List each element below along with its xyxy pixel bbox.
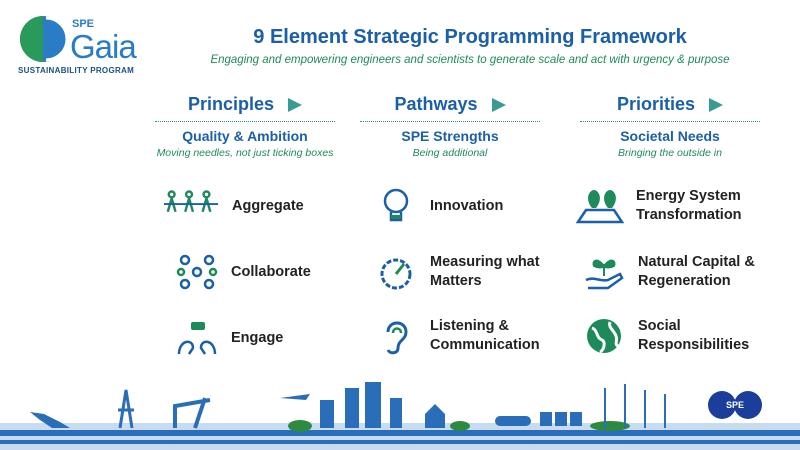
element-label: Innovation [430,197,504,214]
element-listening: Listening & Communication [374,316,570,356]
tug-of-war-icon [163,190,219,213]
column-subheading: Quality & Ambition [182,128,308,144]
column-tagline: Bringing the outside in [618,147,722,159]
column-heading: Priorities [616,94,696,114]
car-icon [495,416,531,426]
conversation-icon [177,322,217,355]
logo-spe: SPE [72,18,95,30]
element-innovation: Innovation [374,186,503,226]
spe-badge: SPE [726,400,744,410]
element-label: Collaborate [231,263,311,280]
gauge-icon [380,258,412,290]
element-label: Measuring what Matters [430,254,540,289]
divider [360,121,540,122]
element-label: Social Responsibilities [638,318,750,353]
element-label: Aggregate [232,197,304,214]
solar-panels-icon [540,412,582,426]
element-label: Natural Capital & Regeneration [638,254,755,289]
network-icon [176,254,218,290]
arrow-right-icon [491,97,506,112]
plant-hand-icon [585,259,624,290]
element-measuring: Measuring what Matters [374,252,570,292]
arrow-right-icon [709,97,724,112]
globe-icon [587,319,621,354]
map-pins-icon [576,190,624,224]
oil-rig-icon [118,389,134,429]
column-tagline: Being additional [412,147,488,159]
skyline-illustration: SPE [0,382,800,450]
pumpjack-icon [173,397,211,429]
column-subheading: Societal Needs [620,128,720,144]
element-energy-system: Energy System Transformation [576,186,776,226]
column-priorities: Priorities Societal Needs Bringing the o… [570,94,770,159]
column-pathways: Pathways SPE Strengths Being additional [350,94,550,159]
divider [155,121,335,122]
column-tagline: Moving needles, not just ticking boxes [156,147,334,159]
page-title: 9 Element Strategic Programming Framewor… [253,26,687,48]
whale-icon [30,412,70,428]
element-label: Energy System Transformation [636,188,742,223]
element-label: Engage [231,329,284,346]
element-aggregate: Aggregate [162,186,304,226]
wind-turbines-icon [604,384,666,428]
logo-gaia: Gaia [70,28,137,65]
divider [580,121,760,122]
globe-logo-icon [20,16,68,62]
element-engage: Engage [175,318,283,358]
ear-icon [386,321,408,355]
element-social: Social Responsibilities [582,316,778,356]
element-natural-capital: Natural Capital & Regeneration [582,252,778,292]
lightbulb-icon [383,188,409,222]
element-collaborate: Collaborate [175,252,311,292]
page-subtitle: Engaging and empowering engineers and sc… [210,54,730,66]
column-heading: Pathways [394,94,478,114]
element-label: Listening & Communication [430,318,540,353]
buildings-icon [320,382,445,428]
arrow-right-icon [288,97,303,112]
spe-globe-icon [708,391,736,419]
column-principles: Principles Quality & Ambition Moving nee… [145,94,345,159]
airplane-icon [280,394,310,400]
logo-tagline: SUSTAINABILITY PROGRAM [18,66,135,75]
column-subheading: SPE Strengths [401,128,499,144]
column-heading: Principles [187,94,275,114]
